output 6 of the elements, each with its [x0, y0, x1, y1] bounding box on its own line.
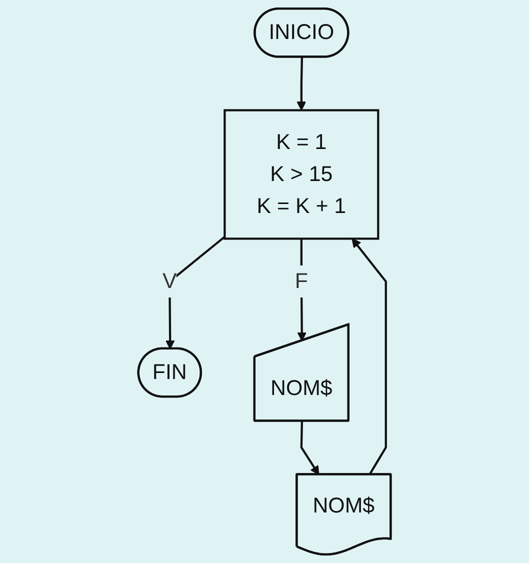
arrow — [300, 421, 320, 476]
edge-label: F — [294, 270, 308, 294]
arrow — [296, 57, 306, 111]
node-box: K = 1 K > 15 K = K + 1 — [224, 109, 380, 240]
edge-label: V — [162, 270, 177, 294]
arrow — [352, 238, 387, 476]
